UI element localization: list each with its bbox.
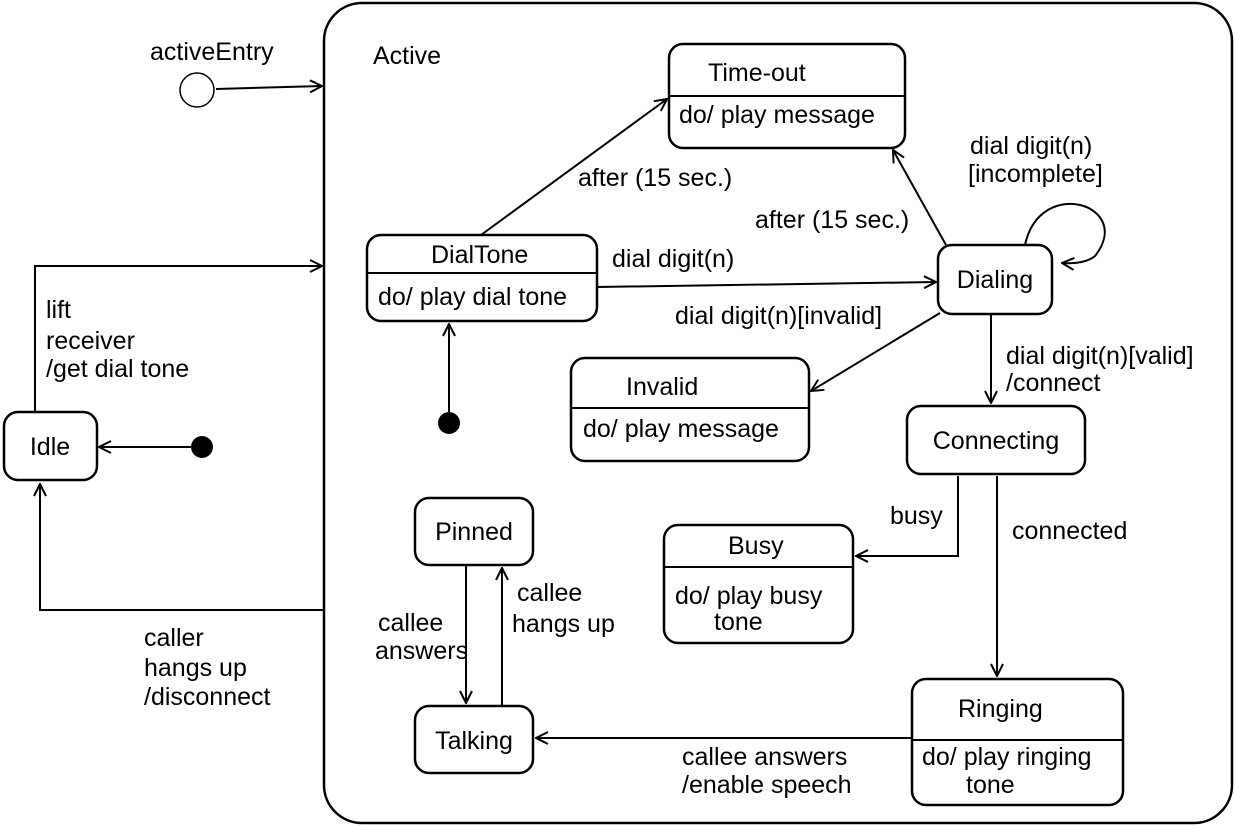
entry-arrow — [215, 86, 322, 89]
label-dialing-connecting-2: /connect — [1006, 369, 1101, 397]
label-talking-pinned-2: hangs up — [512, 610, 615, 638]
arrow-dialtone-to-dialing — [596, 282, 936, 287]
state-idle: Idle — [2, 410, 99, 482]
label-ringing-talking-2: /enable speech — [682, 771, 852, 799]
state-dialtone: DialTone do/ play dial tone — [365, 233, 599, 323]
entry-point-circle — [179, 72, 215, 108]
state-dialtone-name: DialTone — [431, 241, 528, 269]
state-connecting-name: Connecting — [933, 427, 1059, 455]
active-state-label: Active — [373, 42, 441, 70]
state-busy: Busy do/ play busy tone — [662, 523, 855, 645]
label-hangs-up: hangs up — [144, 654, 247, 682]
label-dialing-invalid: dial digit(n)[invalid] — [675, 302, 882, 330]
label-busy: busy — [890, 502, 943, 530]
state-dialtone-activity: do/ play dial tone — [378, 283, 567, 311]
label-connected: connected — [1012, 517, 1127, 545]
label-pinned-talking-1: callee — [378, 609, 443, 637]
state-busy-activity-1: do/ play busy — [675, 582, 823, 610]
state-idle-name: Idle — [30, 433, 70, 461]
label-receiver: receiver — [46, 327, 135, 355]
label-caller: caller — [144, 624, 204, 652]
state-timeout-name: Time-out — [708, 59, 806, 87]
arrow-idle-to-active — [34, 266, 322, 412]
state-invalid-name: Invalid — [626, 373, 698, 401]
state-ringing-activity-1: do/ play ringing — [922, 743, 1092, 771]
label-dialtone-dialing: dial digit(n) — [612, 245, 734, 273]
state-busy-name: Busy — [728, 532, 784, 560]
label-dialing-connecting-1: dial digit(n)[valid] — [1006, 342, 1194, 370]
label-ringing-talking-1: callee answers — [682, 743, 847, 771]
state-busy-activity-2: tone — [714, 608, 763, 636]
state-pinned-name: Pinned — [435, 518, 513, 546]
label-pinned-talking-2: answers — [375, 637, 468, 665]
arrow-dialing-to-invalid — [811, 312, 941, 391]
state-dialing-name: Dialing — [957, 266, 1033, 294]
label-get-dial-tone: /get dial tone — [46, 355, 189, 383]
state-ringing: Ringing do/ play ringing tone — [910, 677, 1125, 807]
label-talking-pinned-1: callee — [517, 579, 582, 607]
state-timeout-activity: do/ play message — [679, 101, 875, 129]
state-timeout: Time-out do/ play message — [667, 42, 907, 150]
arrow-dialing-to-timeout — [893, 150, 947, 246]
arrow-active-to-idle — [40, 484, 324, 611]
arrow-dialtone-to-timeout — [480, 99, 667, 236]
label-disconnect: /disconnect — [144, 683, 271, 711]
initial-state-active — [438, 412, 460, 434]
label-dialtone-timeout: after (15 sec.) — [578, 164, 732, 192]
state-talking-name: Talking — [435, 727, 513, 755]
active-entry-point: activeEntry — [150, 38, 322, 108]
state-ringing-name: Ringing — [958, 695, 1043, 723]
label-dialing-timeout: after (15 sec.) — [755, 206, 909, 234]
state-invalid: Invalid do/ play message — [569, 356, 811, 463]
state-connecting: Connecting — [905, 404, 1087, 476]
arrow-dialing-self-loop — [1024, 202, 1106, 263]
state-ringing-activity-2: tone — [966, 771, 1015, 799]
active-entry-label: activeEntry — [150, 38, 274, 66]
state-dialing: Dialing — [936, 243, 1054, 316]
initial-state-idle — [191, 436, 213, 458]
arrow-connecting-to-busy — [856, 476, 959, 556]
label-dialing-self-2: [incomplete] — [968, 160, 1103, 188]
label-dialing-self-1: dial digit(n) — [970, 132, 1092, 160]
state-talking: Talking — [413, 704, 535, 775]
label-lift: lift — [46, 296, 71, 324]
state-pinned: Pinned — [413, 496, 535, 567]
state-invalid-activity: do/ play message — [583, 415, 779, 443]
